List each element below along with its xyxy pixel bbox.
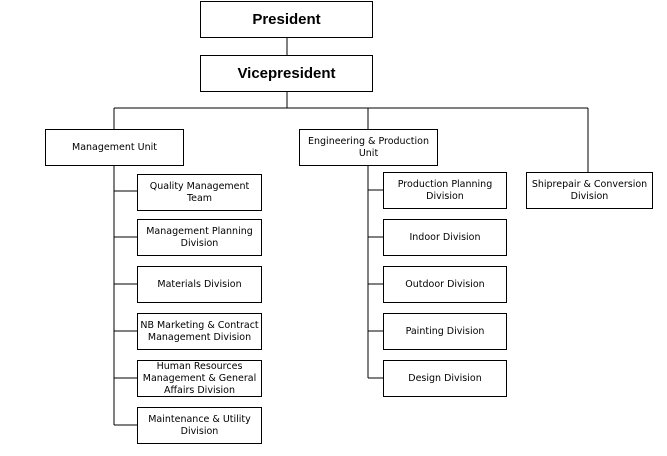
management-unit-box: Management Unit <box>45 129 184 166</box>
materials-division-box: Materials Division <box>137 266 262 303</box>
division-label: Human Resources Management & General Aff… <box>142 360 257 396</box>
management-unit-label: Management Unit <box>72 141 157 153</box>
painting-division-box: Painting Division <box>383 313 507 350</box>
human-resources-division-box: Human Resources Management & General Aff… <box>137 360 262 397</box>
nb-marketing-division-box: NB Marketing & Contract Management Divis… <box>137 313 262 350</box>
division-label: Management Planning Division <box>146 225 253 249</box>
design-division-box: Design Division <box>383 360 507 397</box>
division-label: Production Planning Division <box>397 178 493 202</box>
division-label: Maintenance & Utility Division <box>148 413 251 437</box>
division-label: Painting Division <box>405 325 485 337</box>
shiprepair-division-label: Shiprepair & Conversion Division <box>531 178 648 202</box>
division-label: Quality Management Team <box>149 180 250 204</box>
president-label: President <box>252 10 321 28</box>
division-label: NB Marketing & Contract Management Divis… <box>140 319 259 343</box>
division-label: Design Division <box>408 372 482 384</box>
president-box: President <box>200 1 373 38</box>
indoor-division-box: Indoor Division <box>383 219 507 256</box>
shiprepair-division-box: Shiprepair & Conversion Division <box>526 172 653 209</box>
production-planning-division-box: Production Planning Division <box>383 172 507 209</box>
maintenance-utility-division-box: Maintenance & Utility Division <box>137 407 262 444</box>
vicepresident-box: Vicepresident <box>200 55 373 92</box>
quality-management-team-box: Quality Management Team <box>137 174 262 211</box>
management-planning-division-box: Management Planning Division <box>137 219 262 256</box>
division-label: Outdoor Division <box>405 278 485 290</box>
outdoor-division-box: Outdoor Division <box>383 266 507 303</box>
vicepresident-label: Vicepresident <box>237 64 336 82</box>
engineering-unit-box: Engineering & Production Unit <box>299 129 438 166</box>
division-label: Indoor Division <box>409 231 481 243</box>
engineering-unit-label: Engineering & Production Unit <box>308 135 429 159</box>
division-label: Materials Division <box>157 278 242 290</box>
